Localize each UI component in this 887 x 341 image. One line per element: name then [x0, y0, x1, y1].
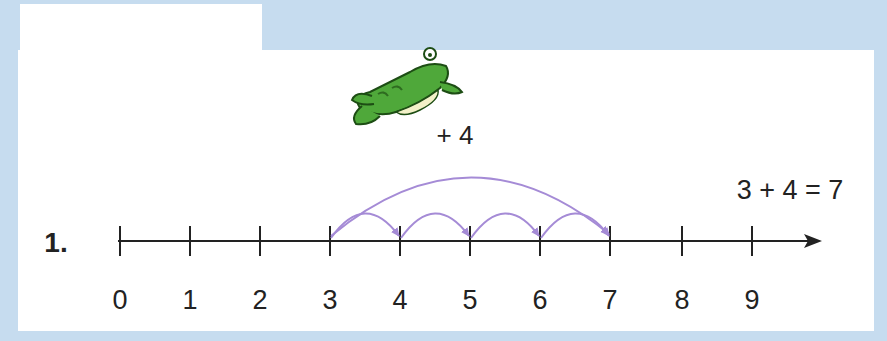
tick-number: 3 — [322, 287, 337, 314]
tick-number: 1 — [182, 287, 197, 314]
tick-number: 7 — [602, 287, 617, 314]
tick-number: 5 — [462, 287, 477, 314]
equation-text: 3 + 4 = 7 — [737, 177, 844, 204]
frog-picture — [352, 48, 462, 124]
tick-marks — [120, 226, 752, 256]
hop-arcs — [331, 177, 609, 238]
white-panel — [20, 4, 262, 54]
exercise-number: 1. — [44, 229, 67, 257]
hop-total-label: + 4 — [437, 122, 474, 148]
axis-line — [118, 240, 812, 242]
tick-number: 8 — [674, 287, 689, 314]
tick-number: 9 — [744, 287, 759, 314]
white-panel — [18, 50, 874, 331]
tick-number: 2 — [252, 287, 267, 314]
axis-arrow — [804, 234, 822, 248]
tick-number: 0 — [112, 287, 127, 314]
tick-number: 6 — [532, 287, 547, 314]
tick-number: 4 — [392, 287, 407, 314]
